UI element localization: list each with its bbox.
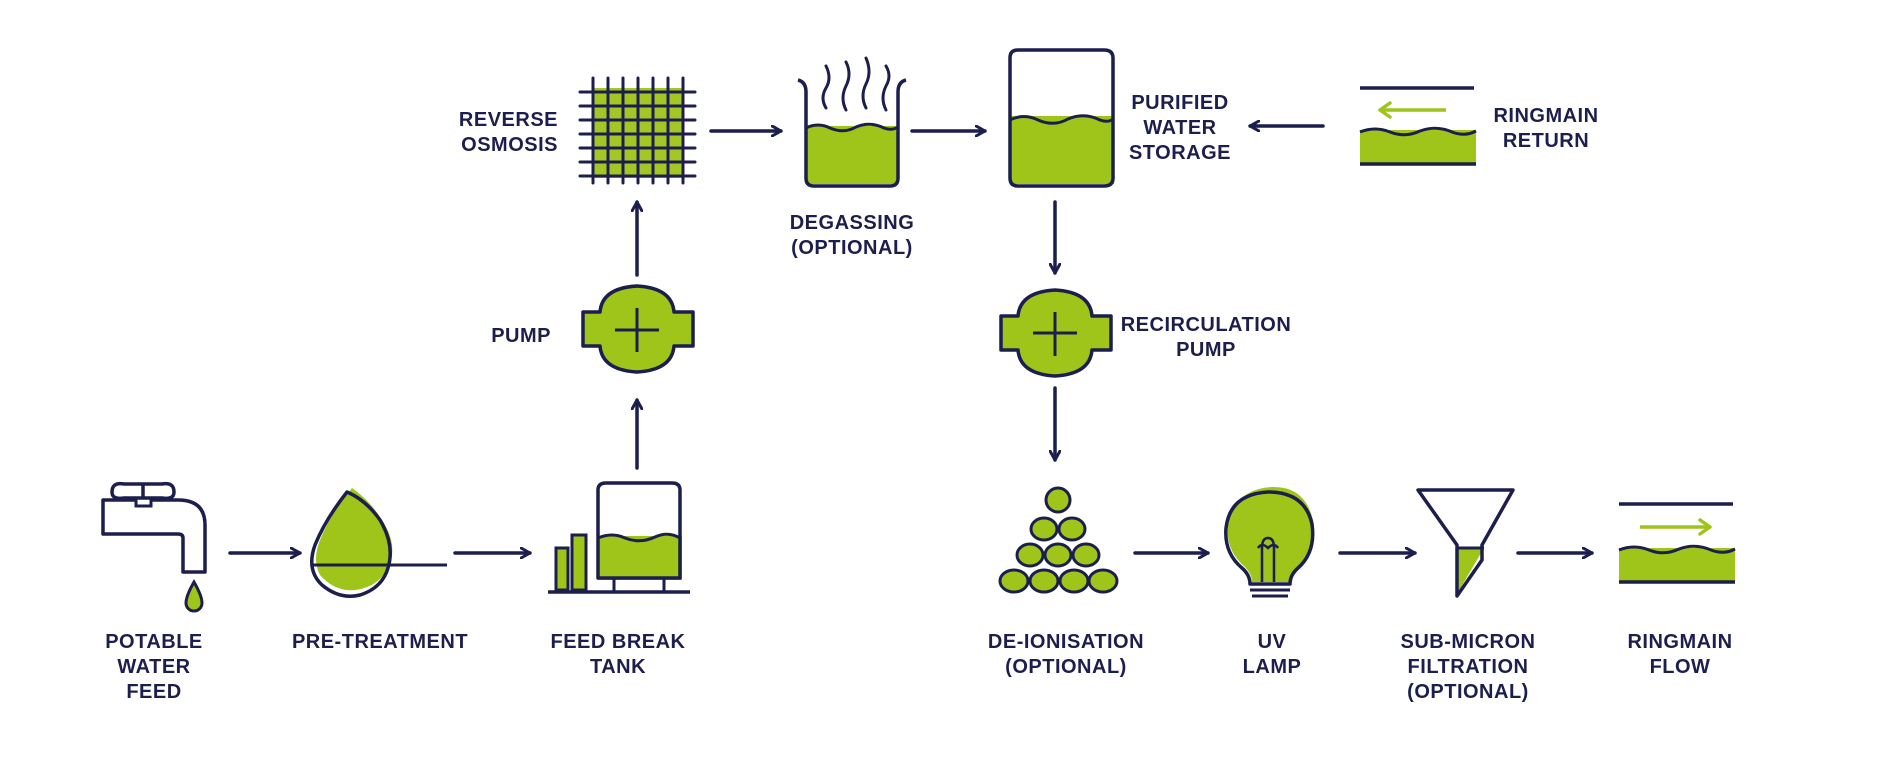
label-line: RECIRCULATION [1121, 314, 1292, 336]
label-line: FEED [126, 681, 181, 703]
label-line: PRE-TREATMENT [292, 631, 468, 653]
label-purified-water-storage: PURIFIED WATER STORAGE [1129, 92, 1231, 164]
label-line: (OPTIONAL) [1407, 681, 1529, 703]
membrane-grid-icon [578, 76, 697, 185]
storage-tank-icon [1008, 48, 1115, 188]
label-pre-treatment: PRE-TREATMENT [292, 631, 468, 653]
label-line: TANK [590, 656, 646, 678]
label-line: PUMP [1176, 339, 1236, 361]
label-line: FLOW [1650, 656, 1711, 678]
label-line: (OPTIONAL) [791, 237, 913, 259]
light-bulb-icon [1224, 486, 1315, 598]
tank-icon [548, 481, 690, 594]
label-de-ionisation: DE-IONISATION (OPTIONAL) [988, 631, 1144, 678]
label-line: WATER [1143, 117, 1216, 139]
label-feed-break-tank: FEED BREAK TANK [550, 631, 685, 678]
label-line: PUMP [491, 325, 551, 347]
label-line: REVERSE [459, 109, 558, 131]
label-line: DE-IONISATION [988, 631, 1144, 653]
pump-icon [581, 284, 695, 374]
label-reverse-osmosis: REVERSE OSMOSIS [459, 109, 558, 156]
pipe-return-icon [1359, 86, 1477, 166]
label-sub-micron-filtration: SUB-MICRON FILTRATION (OPTIONAL) [1401, 631, 1536, 703]
pipe-flow-icon [1618, 502, 1736, 584]
tap-icon [101, 481, 207, 613]
pump-icon [999, 288, 1113, 378]
label-line: UV [1258, 631, 1287, 653]
label-line: (OPTIONAL) [1005, 656, 1127, 678]
label-line: LAMP [1243, 656, 1302, 678]
label-pump: PUMP [491, 325, 551, 347]
resin-beads-icon [998, 486, 1119, 594]
water-drop-icon [310, 488, 447, 598]
label-line: PURIFIED [1131, 92, 1228, 114]
label-ringmain-return: RINGMAIN RETURN [1493, 105, 1598, 152]
label-potable-water-feed: POTABLE WATER FEED [105, 631, 203, 703]
flow-arrows [228, 126, 1594, 553]
label-line: DEGASSING [790, 212, 915, 234]
steaming-beaker-icon [797, 56, 907, 188]
funnel-icon [1416, 488, 1515, 598]
label-line: WATER [117, 656, 190, 678]
label-line: STORAGE [1129, 142, 1231, 164]
label-line: RINGMAIN [1627, 631, 1732, 653]
label-line: RETURN [1503, 130, 1589, 152]
label-ringmain-flow: RINGMAIN FLOW [1627, 631, 1732, 678]
label-line: OSMOSIS [461, 134, 558, 156]
label-recirculation-pump: RECIRCULATION PUMP [1121, 314, 1292, 361]
label-line: FEED BREAK [550, 631, 685, 653]
label-line: SUB-MICRON [1401, 631, 1536, 653]
label-uv-lamp: UV LAMP [1243, 631, 1302, 678]
label-line: POTABLE [105, 631, 203, 653]
label-line: RINGMAIN [1493, 105, 1598, 127]
label-line: FILTRATION [1408, 656, 1529, 678]
label-degassing: DEGASSING (OPTIONAL) [790, 212, 915, 259]
